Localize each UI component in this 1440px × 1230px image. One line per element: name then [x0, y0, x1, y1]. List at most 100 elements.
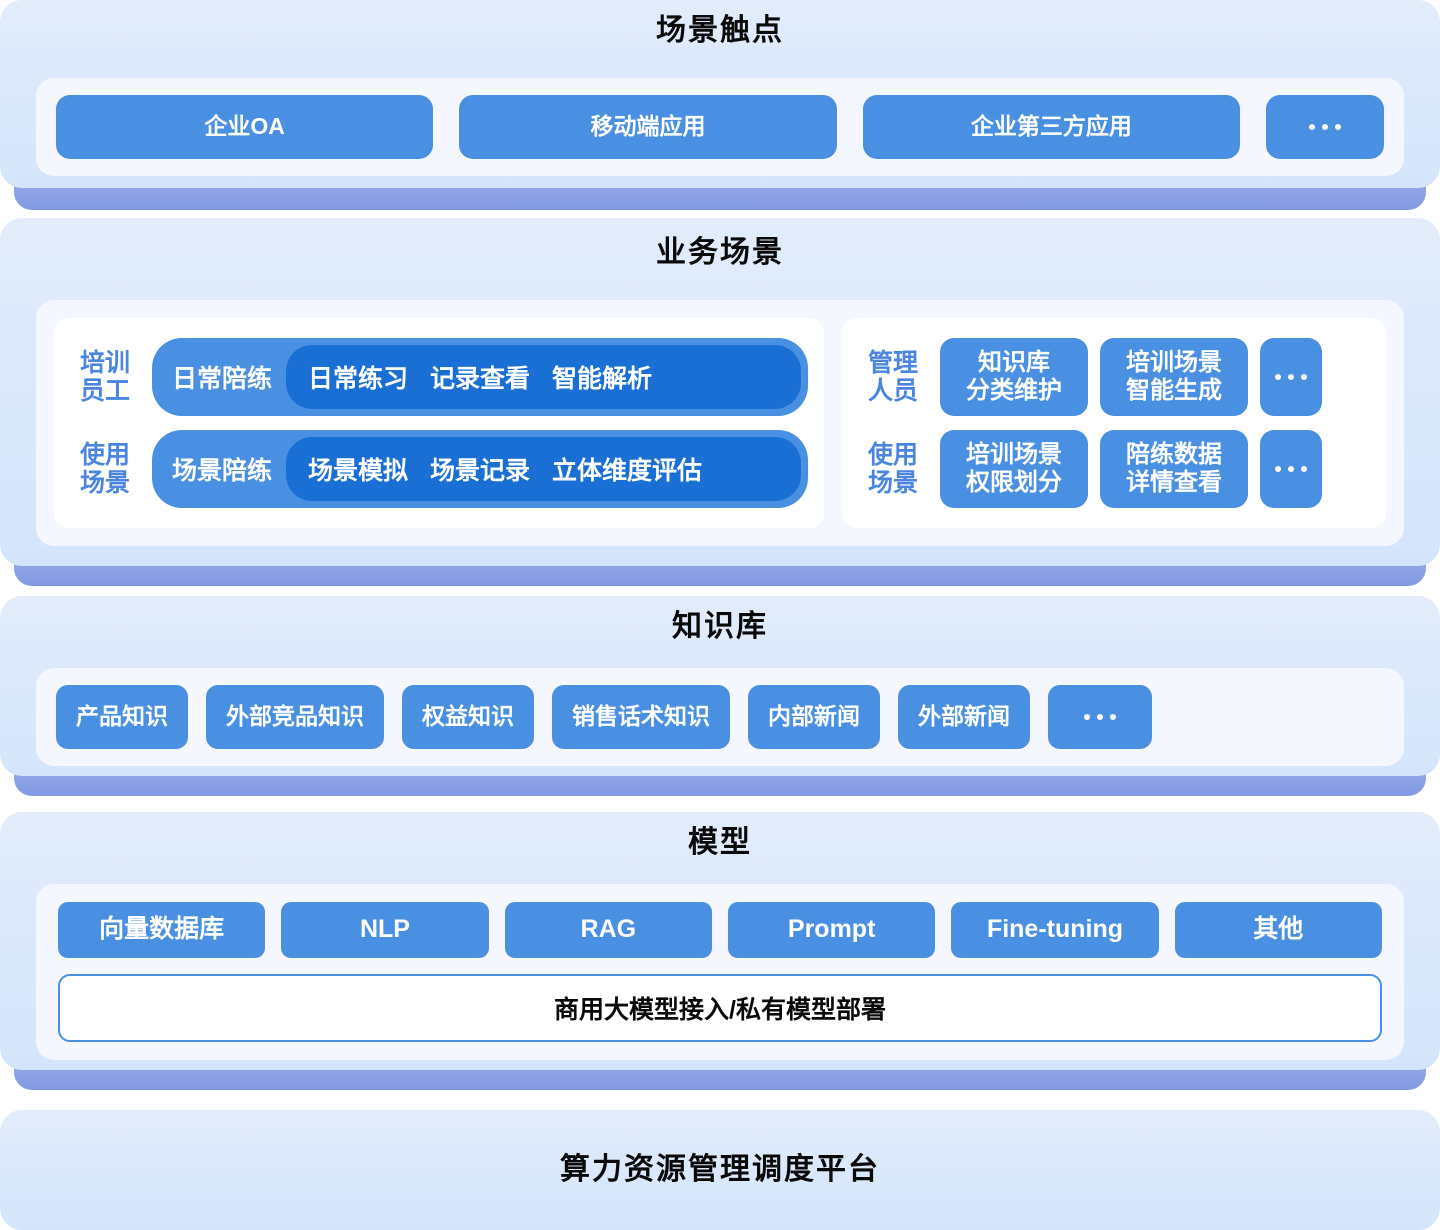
business-item-more-usage[interactable] — [1260, 430, 1322, 508]
section-title-model: 模型 — [688, 826, 752, 859]
business-row-label: 使用 场景 — [70, 441, 140, 497]
business-row-usage-admin: 使用 场景 培训场景 权限划分 陪练数据 详情查看 — [858, 430, 1370, 508]
touchpoint-item-more[interactable] — [1265, 95, 1384, 159]
kb-item-competitor[interactable]: 外部竞品知识 — [206, 685, 384, 749]
nested-pill-head: 日常陪练 — [172, 365, 273, 393]
section-panel: 算力资源管理调度平台 — [0, 1110, 1440, 1230]
ellipsis-icon — [1275, 466, 1307, 472]
label-line-1: 管理 — [867, 349, 918, 377]
business-nested-pill[interactable]: 日常陪练 日常练习 记录查看 智能解析 — [152, 338, 808, 416]
nested-item[interactable]: 场景模拟 — [308, 457, 409, 485]
nested-item[interactable]: 立体维度评估 — [552, 457, 703, 485]
business-row-admin: 管理 人员 知识库 分类维护 培训场景 智能生成 — [858, 338, 1370, 416]
kb-item-label: 外部新闻 — [918, 703, 1010, 730]
kb-item-label: 外部竞品知识 — [226, 703, 364, 730]
business-item-kb-category[interactable]: 知识库 分类维护 — [940, 338, 1088, 416]
section-knowledge-base: 知识库 产品知识 外部竞品知识 权益知识 销售话术知识 内部新闻 外 — [0, 596, 1440, 796]
touchpoint-item-mobile[interactable]: 移动端应用 — [459, 95, 837, 159]
kb-item-sales-script[interactable]: 销售话术知识 — [552, 685, 730, 749]
business-row-usage-scenario: 使用 场景 场景陪练 场景模拟 场景记录 立体维度评估 — [70, 430, 808, 508]
business-row-label: 使用 场景 — [858, 441, 928, 497]
pill-line-1: 陪练数据 — [1126, 440, 1222, 468]
model-item-fine-tuning[interactable]: Fine-tuning — [951, 902, 1159, 958]
touchpoint-item-label: 企业第三方应用 — [970, 113, 1132, 140]
pill-line-1: 培训场景 — [1126, 348, 1222, 376]
business-item-more-admin[interactable] — [1260, 338, 1322, 416]
business-item-training-data-detail[interactable]: 陪练数据 详情查看 — [1100, 430, 1248, 508]
model-item-label: Fine-tuning — [986, 915, 1124, 944]
nested-pill-head: 场景陪练 — [172, 457, 273, 485]
model-item-rag[interactable]: RAG — [504, 902, 712, 958]
touchpoint-item-label: 移动端应用 — [590, 113, 706, 140]
label-line-2: 场景 — [867, 469, 918, 497]
section-title-touchpoint: 场景触点 — [656, 14, 784, 47]
business-item-scenario-permission[interactable]: 培训场景 权限划分 — [940, 430, 1088, 508]
model-tech-row: 向量数据库 NLP RAG Prompt Fine-tuning — [58, 902, 1382, 958]
section-base-shadow — [14, 186, 1426, 210]
section-base-shadow — [14, 1066, 1426, 1090]
section-business: 业务场景 培训 员工 日常陪练 日常练习 记录查看 — [0, 218, 1440, 586]
model-item-other[interactable]: 其他 — [1174, 902, 1382, 958]
ellipsis-icon — [1275, 374, 1307, 380]
section-title-knowledge-base: 知识库 — [672, 610, 768, 643]
kb-item-product[interactable]: 产品知识 — [56, 685, 188, 749]
label-line-1: 培训 — [79, 349, 130, 377]
model-deploy-box[interactable]: 商用大模型接入/私有模型部署 — [58, 974, 1382, 1042]
model-item-prompt[interactable]: Prompt — [727, 902, 936, 958]
model-item-label: RAG — [580, 915, 637, 944]
label-line-1: 使用 — [79, 441, 130, 469]
section-title-compute-platform: 算力资源管理调度平台 — [560, 1153, 880, 1186]
pill-line-2: 智能生成 — [1126, 377, 1222, 404]
model-item-nlp[interactable]: NLP — [281, 902, 489, 958]
business-row-label: 管理 人员 — [858, 349, 928, 405]
model-item-vector-db[interactable]: 向量数据库 — [58, 902, 266, 958]
kb-item-label: 产品知识 — [76, 703, 168, 730]
ellipsis-icon — [1308, 124, 1341, 130]
kb-item-external-news[interactable]: 外部新闻 — [898, 685, 1030, 749]
label-line-2: 场景 — [79, 469, 130, 497]
section-base-shadow — [14, 772, 1426, 796]
model-card: 向量数据库 NLP RAG Prompt Fine-tuning — [36, 884, 1404, 1060]
nested-pill-items: 日常练习 记录查看 智能解析 — [286, 345, 801, 409]
section-base-shadow — [14, 562, 1426, 586]
business-row-training-staff: 培训 员工 日常陪练 日常练习 记录查看 智能解析 — [70, 338, 808, 416]
pill-line-1: 培训场景 — [966, 440, 1062, 468]
model-item-label: 其他 — [1253, 915, 1304, 944]
kb-item-label: 权益知识 — [422, 703, 514, 730]
knowledge-base-card: 产品知识 外部竞品知识 权益知识 销售话术知识 内部新闻 外部新闻 — [36, 668, 1404, 766]
pill-line-2: 权限划分 — [966, 469, 1062, 496]
business-card: 培训 员工 日常陪练 日常练习 记录查看 智能解析 — [36, 300, 1404, 546]
touchpoint-item-thirdparty[interactable]: 企业第三方应用 — [862, 95, 1240, 159]
touchpoint-item-oa[interactable]: 企业OA — [56, 95, 434, 159]
nested-item[interactable]: 记录查看 — [430, 365, 531, 393]
business-item-scenario-gen[interactable]: 培训场景 智能生成 — [1100, 338, 1248, 416]
section-panel: 知识库 产品知识 外部竞品知识 权益知识 销售话术知识 内部新闻 外 — [0, 596, 1440, 776]
kb-item-label: 销售话术知识 — [572, 703, 710, 730]
touchpoint-item-label: 企业OA — [204, 113, 285, 140]
nested-item[interactable]: 场景记录 — [430, 457, 531, 485]
business-nested-pill[interactable]: 场景陪练 场景模拟 场景记录 立体维度评估 — [152, 430, 808, 508]
section-panel: 场景触点 企业OA 移动端应用 企业第三方应用 — [0, 0, 1440, 188]
kb-item-label: 内部新闻 — [768, 703, 860, 730]
section-panel: 业务场景 培训 员工 日常陪练 日常练习 记录查看 — [0, 218, 1440, 566]
model-item-label: Prompt — [787, 915, 876, 944]
kb-item-internal-news[interactable]: 内部新闻 — [748, 685, 880, 749]
ellipsis-icon — [1084, 714, 1116, 720]
pill-line-2: 分类维护 — [966, 377, 1062, 404]
business-left-column: 培训 员工 日常陪练 日常练习 记录查看 智能解析 — [54, 318, 824, 528]
label-line-2: 员工 — [79, 377, 130, 405]
business-row-label: 培训 员工 — [70, 349, 140, 405]
section-title-business: 业务场景 — [656, 236, 784, 269]
kb-item-more[interactable] — [1048, 685, 1152, 749]
model-deploy-label: 商用大模型接入/私有模型部署 — [554, 996, 886, 1024]
label-line-1: 使用 — [867, 441, 918, 469]
model-item-label: 向量数据库 — [99, 915, 225, 944]
touchpoint-card: 企业OA 移动端应用 企业第三方应用 — [36, 78, 1404, 176]
label-line-2: 人员 — [867, 377, 918, 405]
kb-item-benefits[interactable]: 权益知识 — [402, 685, 534, 749]
nested-item[interactable]: 日常练习 — [308, 365, 409, 393]
nested-pill-items: 场景模拟 场景记录 立体维度评估 — [286, 437, 801, 501]
nested-item[interactable]: 智能解析 — [552, 365, 653, 393]
business-right-column: 管理 人员 知识库 分类维护 培训场景 智能生成 — [842, 318, 1386, 528]
section-panel: 模型 向量数据库 NLP RAG Prompt F — [0, 812, 1440, 1070]
